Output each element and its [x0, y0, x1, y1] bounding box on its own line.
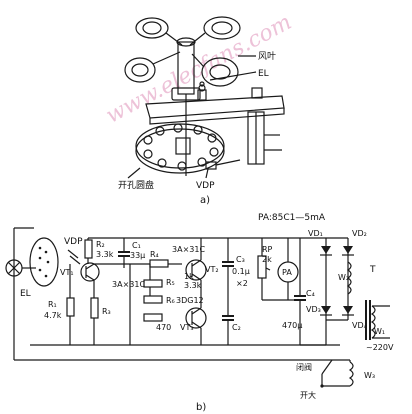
label-lamp: EL	[258, 69, 269, 79]
perforated-disk-icon	[135, 123, 225, 174]
label-r1: R₁	[48, 300, 57, 309]
label-r5: R₅	[166, 278, 175, 287]
label-rp-value: 2k	[262, 255, 272, 264]
label-w1: W₁	[374, 327, 385, 336]
label-w3: W₃	[364, 371, 375, 380]
label-220v: ~220V	[366, 343, 394, 352]
coil-w2	[346, 261, 352, 295]
transistor-vt2	[185, 259, 207, 281]
label-vt1-type: 3A×31C	[112, 280, 145, 289]
coil-w1	[370, 305, 390, 339]
label-c1-value: 33μ	[130, 251, 145, 260]
label-vdp: VDP	[64, 237, 83, 247]
label-detector: VDP	[196, 181, 215, 191]
label-r5-value2: 3.3k	[184, 281, 202, 290]
label-c3-value: 0.1μ	[232, 267, 250, 276]
label-pa: PA	[282, 268, 292, 277]
photodiode-sensor-icon	[205, 159, 241, 170]
label-r6: R₆	[166, 296, 175, 305]
label-vt1: VT₁	[60, 268, 74, 277]
label-c2: C₂	[232, 323, 241, 332]
label-rp: RP	[262, 245, 273, 254]
label-r3: R₃	[102, 307, 111, 316]
coil-w3	[322, 360, 354, 387]
bridge-rectifier	[300, 237, 354, 346]
label-valve-open: 开大	[300, 390, 316, 400]
label-c3-mult: ×2	[236, 279, 248, 288]
label-c4: C₄	[306, 289, 315, 298]
label-r-470: 470	[156, 323, 171, 332]
label-vt2-type: 3A×31C	[172, 245, 205, 254]
support-column	[247, 111, 282, 165]
label-disk: 开孔圆盘	[118, 179, 154, 191]
lamp-icon	[199, 81, 205, 87]
label-vd4: VD₄	[352, 321, 367, 330]
label-r4: R₄	[150, 250, 159, 259]
caption-b: b)	[196, 402, 206, 413]
label-vt3: VT₃	[180, 323, 194, 332]
part-a-drawing: 风叶 EL 开孔圆盘 VDP a)	[118, 16, 285, 206]
label-valve-close: 闭阀	[296, 363, 312, 372]
meter-note: PA:85C1—5mA	[258, 213, 326, 223]
label-r2: R₂	[96, 240, 105, 249]
valve-switch	[320, 359, 333, 388]
label-c1: C₁	[132, 241, 141, 250]
label-r5-value: 1k	[184, 272, 194, 281]
label-t: T	[369, 265, 376, 275]
label-vt3-type: 3DG12	[176, 296, 204, 305]
arm-plate	[145, 84, 285, 125]
label-w2: W₂	[338, 273, 349, 282]
label-blade: 风叶	[258, 51, 276, 62]
label-el: EL	[20, 289, 31, 299]
transistor-vt1	[80, 262, 100, 282]
label-vt2: VT₂	[205, 265, 219, 274]
label-r2-value: 3.3k	[96, 250, 114, 259]
disk-symbol	[22, 237, 59, 287]
part-b-circuit: PA:85C1—5mA EL VDP	[5, 213, 394, 413]
caption-a: a)	[200, 195, 210, 206]
label-vd3: VD₃	[306, 305, 321, 314]
label-c4-value: 470μ	[282, 321, 302, 330]
transistor-vt3	[185, 307, 207, 329]
label-vd2: VD₂	[352, 229, 367, 238]
label-c3: C₃	[236, 255, 245, 264]
label-vd1: VD₁	[308, 229, 323, 238]
label-r1-value: 4.7k	[44, 311, 62, 320]
